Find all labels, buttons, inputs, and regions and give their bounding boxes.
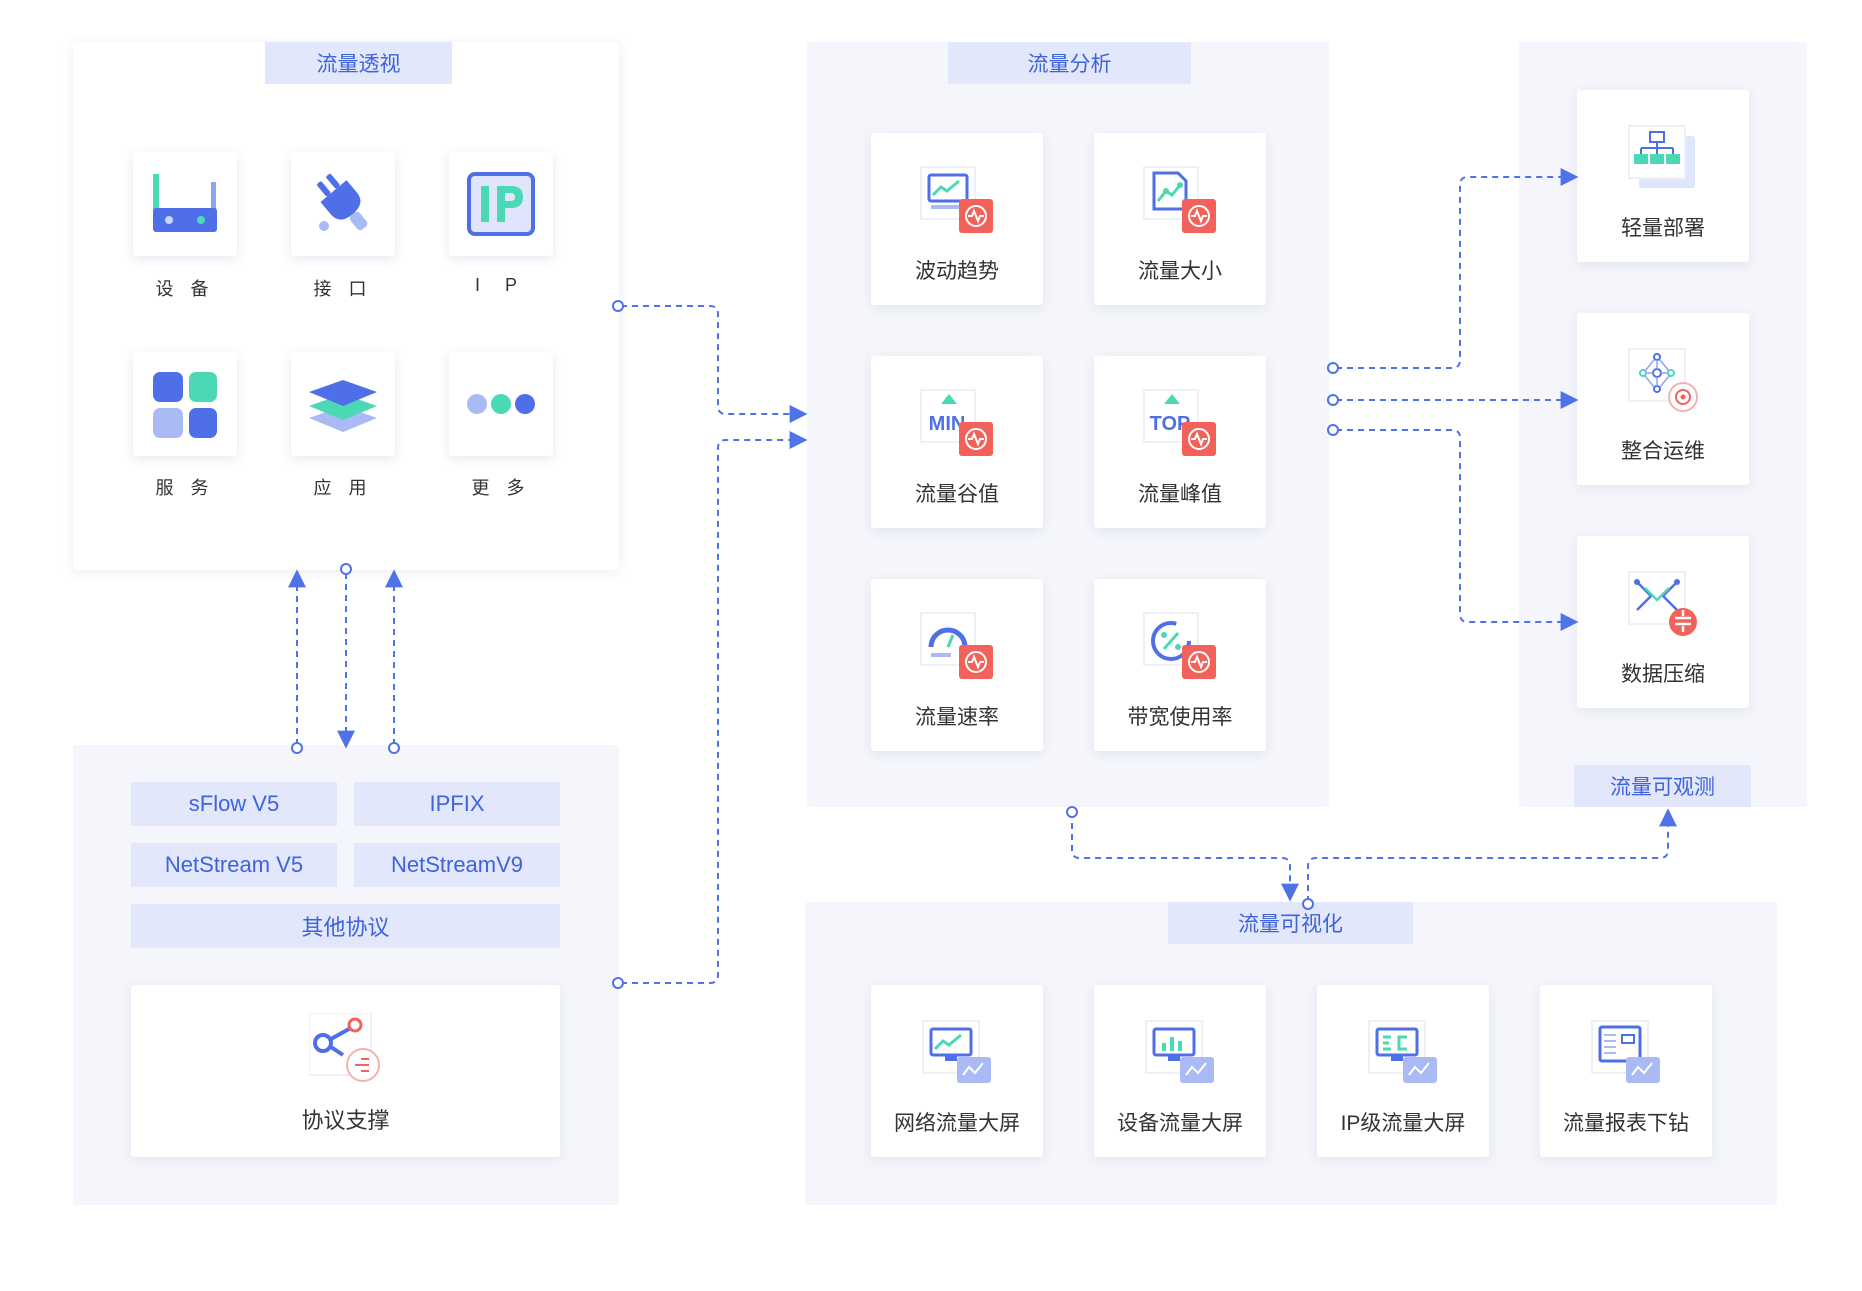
- fluctuation-trend-label: 波动趋势: [915, 260, 999, 283]
- connector-dot: [1327, 394, 1339, 406]
- network-topology-icon: [1628, 125, 1695, 188]
- device-tile[interactable]: [133, 152, 237, 256]
- protocol-ipfix: IPFIX: [354, 782, 560, 826]
- application-label: 应 用: [313, 478, 373, 498]
- protocol-support-card[interactable]: 协议支撑: [131, 985, 560, 1157]
- grid-apps-icon: [153, 372, 217, 438]
- traffic-size-label: 流量大小: [1138, 260, 1222, 283]
- perspective-to-analysis-line: [621, 305, 808, 423]
- traffic-perspective-title: 流量透视: [265, 42, 452, 84]
- visualization-to-observability-line: [1307, 808, 1677, 902]
- service-label: 服 务: [155, 478, 215, 498]
- screen-code-icon: [1368, 1020, 1437, 1083]
- fluctuation-trend-card[interactable]: 波动趋势: [871, 133, 1043, 305]
- ip-icon: [467, 172, 535, 236]
- connector-dot: [1327, 424, 1339, 436]
- connector-dot: [340, 563, 352, 575]
- report-drilldown-label: 流量报表下钻: [1563, 1112, 1689, 1135]
- observability-title: 流量可观测: [1574, 765, 1751, 807]
- protocol-support-label: 协议支撑: [301, 1108, 390, 1133]
- analysis-to-visualization-line: [1071, 812, 1299, 902]
- layers-icon: [309, 380, 377, 432]
- protocol-netstream-v5: NetStream V5: [131, 843, 337, 887]
- lightweight-deploy-label: 轻量部署: [1621, 217, 1705, 240]
- device-label: 设 备: [155, 279, 215, 299]
- bandwidth-usage-card[interactable]: 带宽使用率: [1094, 579, 1266, 751]
- traffic-size-card[interactable]: 流量大小: [1094, 133, 1266, 305]
- service-tile[interactable]: [133, 352, 237, 456]
- connector-dot: [1302, 898, 1314, 910]
- protocols-to-analysis-line: [621, 431, 808, 984]
- connector-dot: [388, 742, 400, 754]
- top-badge-text: TOP: [1150, 413, 1191, 435]
- connector-dot: [612, 977, 624, 989]
- plug-icon: [317, 173, 368, 231]
- traffic-peak-card[interactable]: TOP 流量峰值: [1094, 356, 1266, 528]
- device-dashboard-label: 设备流量大屏: [1117, 1112, 1243, 1135]
- traffic-analysis-title: 流量分析: [948, 42, 1191, 84]
- report-drilldown-card[interactable]: 流量报表下钻: [1540, 985, 1712, 1157]
- ip-dashboard-label: IP级流量大屏: [1340, 1112, 1466, 1135]
- connector-dot: [1066, 806, 1078, 818]
- router-icon: [153, 174, 217, 232]
- speedometer-icon: [920, 612, 993, 679]
- analysis-to-compress-line: [1336, 429, 1579, 631]
- compress-icon: [1628, 571, 1697, 636]
- protocol-other: 其他协议: [131, 904, 560, 948]
- interface-label: 接 口: [313, 279, 373, 299]
- top-badge-icon: TOP: [1143, 389, 1216, 456]
- protocol-netstream-v9: NetStreamV9: [354, 843, 560, 887]
- neural-network-icon: [1628, 348, 1698, 412]
- share-nodes-icon: [309, 1013, 380, 1082]
- traffic-valley-card[interactable]: MIN 流量谷值: [871, 356, 1043, 528]
- connector-dot: [291, 742, 303, 754]
- application-tile[interactable]: [291, 352, 395, 456]
- screen-bars-icon: [1145, 1020, 1214, 1083]
- data-compression-label: 数据压缩: [1621, 663, 1705, 686]
- integrated-ops-label: 整合运维: [1621, 440, 1705, 463]
- protocol-sflow: sFlow V5: [131, 782, 337, 826]
- min-badge-text: MIN: [929, 413, 966, 435]
- ip-tile[interactable]: [449, 152, 553, 256]
- lightweight-deploy-card[interactable]: 轻量部署: [1577, 90, 1749, 262]
- more-dots-icon: [467, 394, 535, 414]
- percent-gauge-icon: [1143, 612, 1216, 679]
- traffic-rate-label: 流量速率: [915, 706, 999, 729]
- traffic-peak-label: 流量峰值: [1138, 483, 1222, 506]
- integrated-ops-card[interactable]: 整合运维: [1577, 313, 1749, 485]
- connector-dot: [612, 300, 624, 312]
- traffic-valley-label: 流量谷值: [915, 483, 999, 506]
- trend-monitor-icon: [920, 166, 993, 233]
- data-compression-card[interactable]: 数据压缩: [1577, 536, 1749, 708]
- device-dashboard-card[interactable]: 设备流量大屏: [1094, 985, 1266, 1157]
- traffic-rate-card[interactable]: 流量速率: [871, 579, 1043, 751]
- report-icon: [1591, 1020, 1660, 1083]
- traffic-perspective-panel: [73, 42, 619, 570]
- bandwidth-usage-label: 带宽使用率: [1127, 706, 1233, 729]
- network-dashboard-card[interactable]: 网络流量大屏: [871, 985, 1043, 1157]
- document-chart-icon: [1143, 166, 1216, 233]
- interface-tile[interactable]: [291, 152, 395, 256]
- connector-dot: [1327, 362, 1339, 374]
- ip-dashboard-card[interactable]: IP级流量大屏: [1317, 985, 1489, 1157]
- network-dashboard-label: 网络流量大屏: [894, 1112, 1020, 1135]
- analysis-to-deploy-line: [1336, 168, 1579, 369]
- more-label: 更 多: [471, 478, 531, 498]
- ip-label: I P: [474, 275, 527, 295]
- visualization-title: 流量可视化: [1168, 902, 1413, 944]
- more-tile[interactable]: [449, 352, 553, 456]
- screen-chart-icon: [922, 1020, 991, 1083]
- min-badge-icon: MIN: [920, 389, 993, 456]
